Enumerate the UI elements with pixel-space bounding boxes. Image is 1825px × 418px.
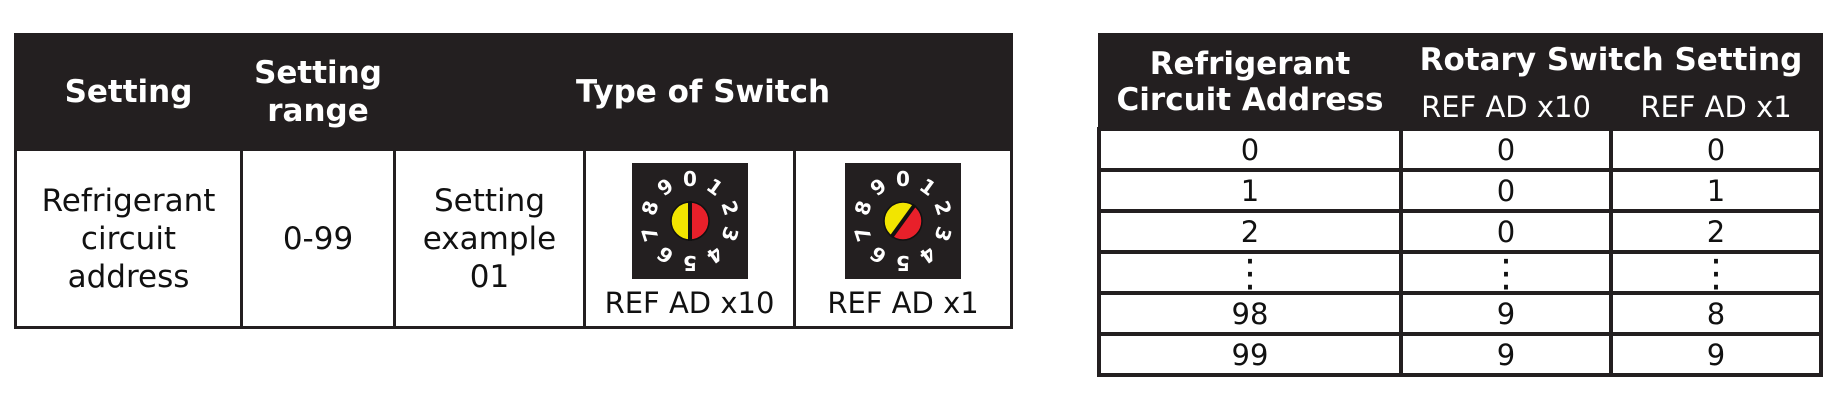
x1-cell: 0 — [1609, 127, 1823, 172]
x1-cell: 8 — [1609, 291, 1823, 336]
setting-header: Setting — [14, 33, 243, 151]
dial-knob — [670, 201, 709, 241]
setting-name-cell: Refrigerant circuit address — [14, 148, 243, 329]
refrigerant-circuit-address-header: Refrigerant Circuit Address — [1097, 33, 1403, 131]
table-row: 0 0 0 — [1097, 127, 1823, 172]
table-row-ellipsis: ⋮ ⋮ ⋮ — [1097, 250, 1823, 295]
x1-cell: 9 — [1609, 332, 1823, 377]
dial-digit: 0 — [896, 167, 910, 191]
vertical-ellipsis: ⋮ — [1487, 250, 1525, 295]
ellipsis-cell: ⋮ — [1097, 250, 1403, 295]
x10-cell: 9 — [1399, 291, 1613, 336]
dial-digit: 0 — [683, 167, 697, 191]
dial-digit: 5 — [683, 251, 697, 275]
ref-ad-x10-header: REF AD x10 — [1399, 84, 1613, 131]
x1-cell: 2 — [1609, 209, 1823, 254]
switch-label-x1: REF AD x1 — [827, 286, 979, 320]
x10-cell: 0 — [1399, 127, 1613, 172]
rotary-switch-setting-header: Rotary Switch Setting — [1399, 33, 1823, 87]
x1-cell: 1 — [1609, 168, 1823, 213]
setting-example-cell: Setting example 01 — [393, 148, 586, 329]
table-row: 2 0 2 — [1097, 209, 1823, 254]
setting-range-cell: 0-99 — [240, 148, 396, 329]
x10-cell: 9 — [1399, 332, 1613, 377]
vertical-ellipsis: ⋮ — [1697, 250, 1735, 295]
table-row: 98 9 8 — [1097, 291, 1823, 336]
setting-table: Setting Setting range Type of Switch Ref… — [14, 33, 1013, 329]
ref-ad-x1-header: REF AD x1 — [1609, 84, 1823, 131]
ellipsis-cell: ⋮ — [1609, 250, 1823, 295]
switch-label-x10: REF AD x10 — [604, 286, 775, 320]
rotary-switch-setting-table: Refrigerant Circuit Address Rotary Switc… — [1097, 33, 1823, 377]
table-row: 99 9 9 — [1097, 332, 1823, 377]
address-cell: 1 — [1097, 168, 1403, 213]
dial-digit: 5 — [896, 251, 910, 275]
ellipsis-cell: ⋮ — [1399, 250, 1613, 295]
setting-range-header: Setting range — [240, 33, 396, 151]
address-cell: 2 — [1097, 209, 1403, 254]
x10-cell: 0 — [1399, 168, 1613, 213]
dial-knob — [884, 202, 922, 240]
address-cell: 99 — [1097, 332, 1403, 377]
vertical-ellipsis: ⋮ — [1231, 250, 1269, 295]
table-row: 1 0 1 — [1097, 168, 1823, 213]
x10-cell: 0 — [1399, 209, 1613, 254]
address-cell: 98 — [1097, 291, 1403, 336]
address-cell: 0 — [1097, 127, 1403, 172]
type-of-switch-header: Type of Switch — [393, 33, 1013, 151]
